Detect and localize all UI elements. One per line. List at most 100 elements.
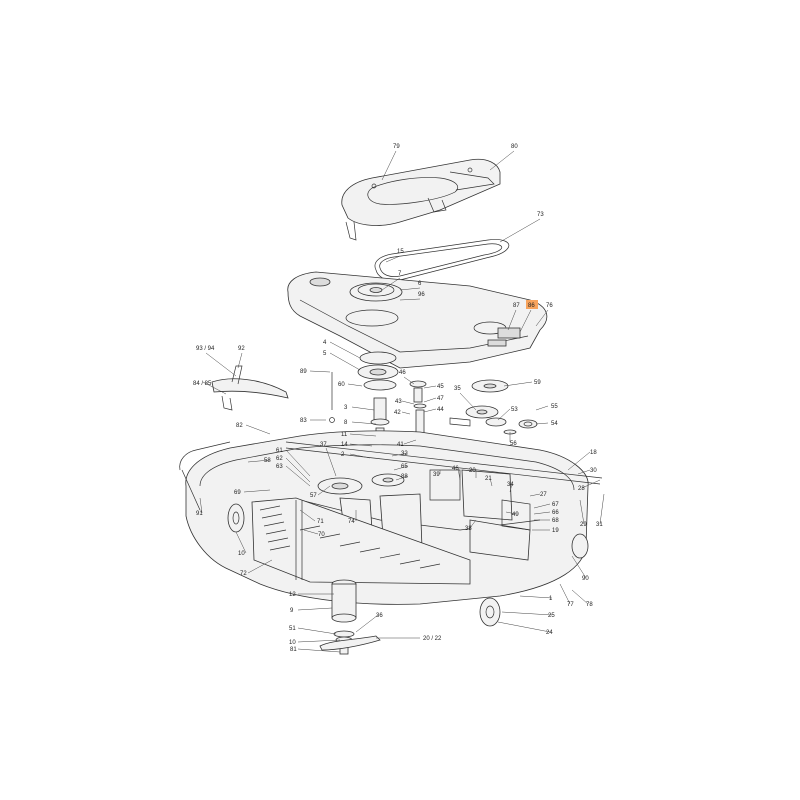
callout-54: 54 [551,421,558,427]
callout-91: 91 [196,511,203,517]
callout-12: 12 [289,592,296,598]
leader-line [535,309,549,327]
leader-line [507,309,517,331]
callout-57: 57 [310,493,317,499]
leader-line [571,555,587,579]
leader-line [395,475,409,481]
callout-92: 92 [238,346,245,352]
leader-line [399,298,421,301]
callout-87: 87 [513,303,520,309]
callout-29: 29 [580,522,587,528]
leader-line [385,255,401,263]
callout-79: 79 [393,144,400,150]
callout-90: 90 [582,576,589,582]
leader-line [535,422,549,425]
leader-line [533,503,551,509]
leader-line [469,519,477,529]
callout-39: 39 [433,472,440,478]
callout-35: 35 [454,386,461,392]
callout-72: 72 [240,571,247,577]
callout-71: 71 [317,519,324,525]
leader-line [497,621,551,633]
leader-line [329,341,361,359]
leader-line [399,287,421,291]
leader-line [393,465,409,471]
leader-line [571,589,589,605]
mower-blade [211,365,289,411]
callout-43: 43 [395,399,402,405]
callout-27: 27 [540,492,547,498]
wheels [227,503,589,627]
leader-line [299,509,316,522]
callout-58: 58 [264,458,271,464]
callout-61: 61 [276,448,283,454]
callout-47: 47 [437,396,444,402]
leader-line [297,627,337,635]
callout-69: 69 [234,490,241,496]
callout-82: 82 [236,423,243,429]
top-pulley [349,282,403,302]
callout-36: 36 [376,613,383,619]
callout-41: 41 [397,442,404,448]
callout-7: 7 [398,271,402,277]
top-cover-assembly [341,158,501,241]
callout-14: 14 [341,442,348,448]
drive-belt [374,239,510,281]
callout-51: 51 [289,626,296,632]
leader-line [205,352,237,377]
leader-line [349,453,371,459]
callout-84-85: 84 / 85 [193,381,212,387]
leader-line [247,459,271,463]
leader-line [355,614,379,633]
callout-96: 96 [418,292,425,298]
leader-line [489,477,493,487]
callout-88: 88 [401,474,408,480]
leader-line [349,443,373,447]
leader-line [489,150,515,171]
callout-4: 4 [323,340,327,346]
leader-line [497,408,511,421]
callout-24: 24 [546,630,553,636]
leader-line [403,376,415,385]
leader-line [351,406,375,411]
callout-32: 32 [401,451,408,457]
callout-83: 83 [300,418,307,424]
callout-2: 2 [341,452,345,458]
rod [295,372,335,580]
leader-line [499,218,541,243]
callout-59: 59 [534,380,541,386]
highlight-part-86 [526,300,538,309]
callout-19: 19 [552,528,559,534]
leader-line [285,449,311,477]
leader-line [237,352,243,369]
callout-67: 67 [552,502,559,508]
leader-line [579,499,585,525]
callout-42: 42 [394,410,401,416]
callout-labels: 79 80 73 15 7 6 96 87 86 76 4 5 60 46 45… [193,144,603,653]
leader-line [199,497,203,514]
leader-line [297,607,333,611]
callout-53: 53 [511,407,518,413]
leader-line [577,469,591,475]
callout-66: 66 [552,510,559,516]
callout-80: 80 [511,144,518,150]
callout-25: 25 [548,613,555,619]
leader-line [247,559,273,574]
callout-8: 8 [344,420,348,426]
leader-line [519,309,532,333]
callout-9: 9 [290,608,294,614]
leader-line [457,467,461,481]
leader-line [401,400,415,405]
callout-89: 89 [300,369,307,375]
callout-46-lower: 46 [452,466,459,472]
leader-lines [199,150,605,653]
leader-line [235,531,247,554]
callout-56: 56 [510,441,517,447]
leader-line [202,381,227,395]
leader-line [459,392,477,411]
leader-line [317,485,331,496]
leader-line [423,397,437,403]
callout-28: 28 [578,486,585,492]
leader-line [325,447,337,477]
